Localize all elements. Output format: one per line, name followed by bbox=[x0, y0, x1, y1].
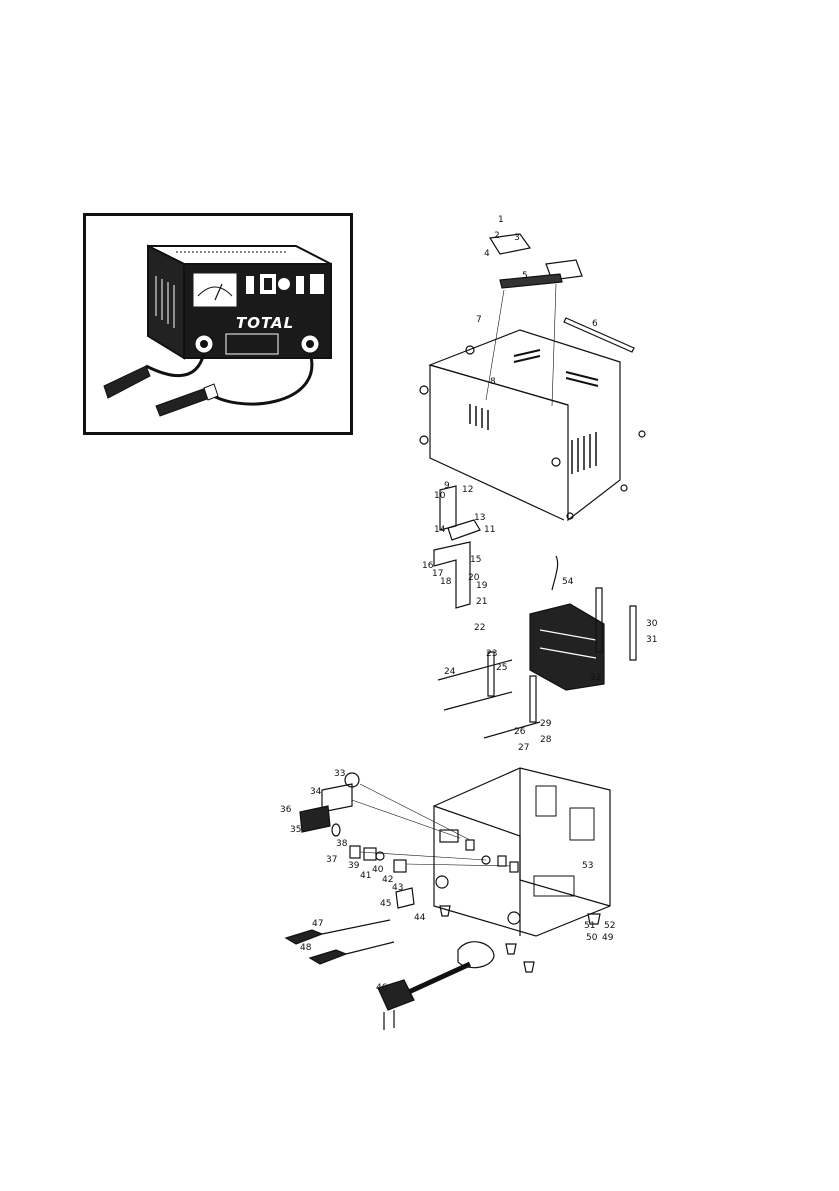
callout-8: 8 bbox=[490, 377, 496, 387]
callout-20: 20 bbox=[468, 573, 480, 583]
callout-13: 13 bbox=[474, 513, 485, 523]
callout-36: 36 bbox=[280, 805, 292, 815]
callout-50: 50 bbox=[586, 933, 598, 943]
callout-37: 37 bbox=[326, 855, 337, 865]
callout-1: 1 bbox=[498, 215, 504, 225]
callout-26: 26 bbox=[514, 727, 526, 737]
power-cord bbox=[400, 964, 470, 996]
callout-11: 11 bbox=[484, 525, 495, 535]
callout-22: 22 bbox=[474, 623, 485, 633]
callout-29: 29 bbox=[540, 719, 552, 729]
callout-30: 30 bbox=[646, 619, 658, 629]
callout-52: 52 bbox=[604, 921, 615, 931]
callout-7: 7 bbox=[476, 315, 482, 325]
callout-40: 40 bbox=[372, 865, 384, 875]
rod bbox=[484, 722, 540, 738]
chassis bbox=[434, 768, 610, 936]
callout-54: 54 bbox=[562, 577, 574, 587]
callout-33: 33 bbox=[334, 769, 345, 779]
callout-38: 38 bbox=[336, 839, 348, 849]
callout-9: 9 bbox=[444, 481, 450, 491]
callout-6: 6 bbox=[592, 319, 598, 329]
switch-component bbox=[350, 846, 360, 858]
callout-35: 35 bbox=[290, 825, 301, 835]
grille-strip bbox=[500, 274, 562, 288]
cable-gland bbox=[458, 942, 494, 968]
callout-31: 31 bbox=[646, 635, 657, 645]
callout-4: 4 bbox=[484, 249, 490, 259]
callout-21: 21 bbox=[476, 597, 487, 607]
callout-28: 28 bbox=[540, 735, 552, 745]
clamp-48 bbox=[310, 950, 346, 964]
front-bezel bbox=[300, 806, 330, 832]
bracket bbox=[448, 520, 480, 540]
callout-44: 44 bbox=[414, 913, 426, 923]
callout-49: 49 bbox=[602, 933, 614, 943]
wire bbox=[552, 556, 558, 590]
callout-53: 53 bbox=[582, 861, 593, 871]
callout-34: 34 bbox=[310, 787, 322, 797]
callout-12: 12 bbox=[462, 485, 473, 495]
callout-14: 14 bbox=[434, 525, 446, 535]
callout-48: 48 bbox=[300, 943, 312, 953]
callout-46: 46 bbox=[376, 983, 388, 993]
callout-47: 47 bbox=[312, 919, 323, 929]
callout-3: 3 bbox=[514, 233, 520, 243]
callout-2: 2 bbox=[494, 231, 500, 241]
callout-5: 5 bbox=[522, 271, 528, 281]
callout-32: 32 bbox=[590, 673, 601, 683]
callout-51: 51 bbox=[584, 921, 595, 931]
callout-41: 41 bbox=[360, 871, 371, 881]
callout-25: 25 bbox=[496, 663, 507, 673]
callout-43: 43 bbox=[392, 883, 403, 893]
rail bbox=[630, 606, 636, 660]
rod bbox=[444, 692, 512, 710]
callout-15: 15 bbox=[470, 555, 481, 565]
callout-39: 39 bbox=[348, 861, 360, 871]
callout-18: 18 bbox=[440, 577, 452, 587]
callout-24: 24 bbox=[444, 667, 456, 677]
callout-23: 23 bbox=[486, 649, 497, 659]
clamp-47 bbox=[286, 930, 322, 944]
callout-27: 27 bbox=[518, 743, 529, 753]
callout-10: 10 bbox=[434, 491, 446, 501]
callout-45: 45 bbox=[380, 899, 391, 909]
